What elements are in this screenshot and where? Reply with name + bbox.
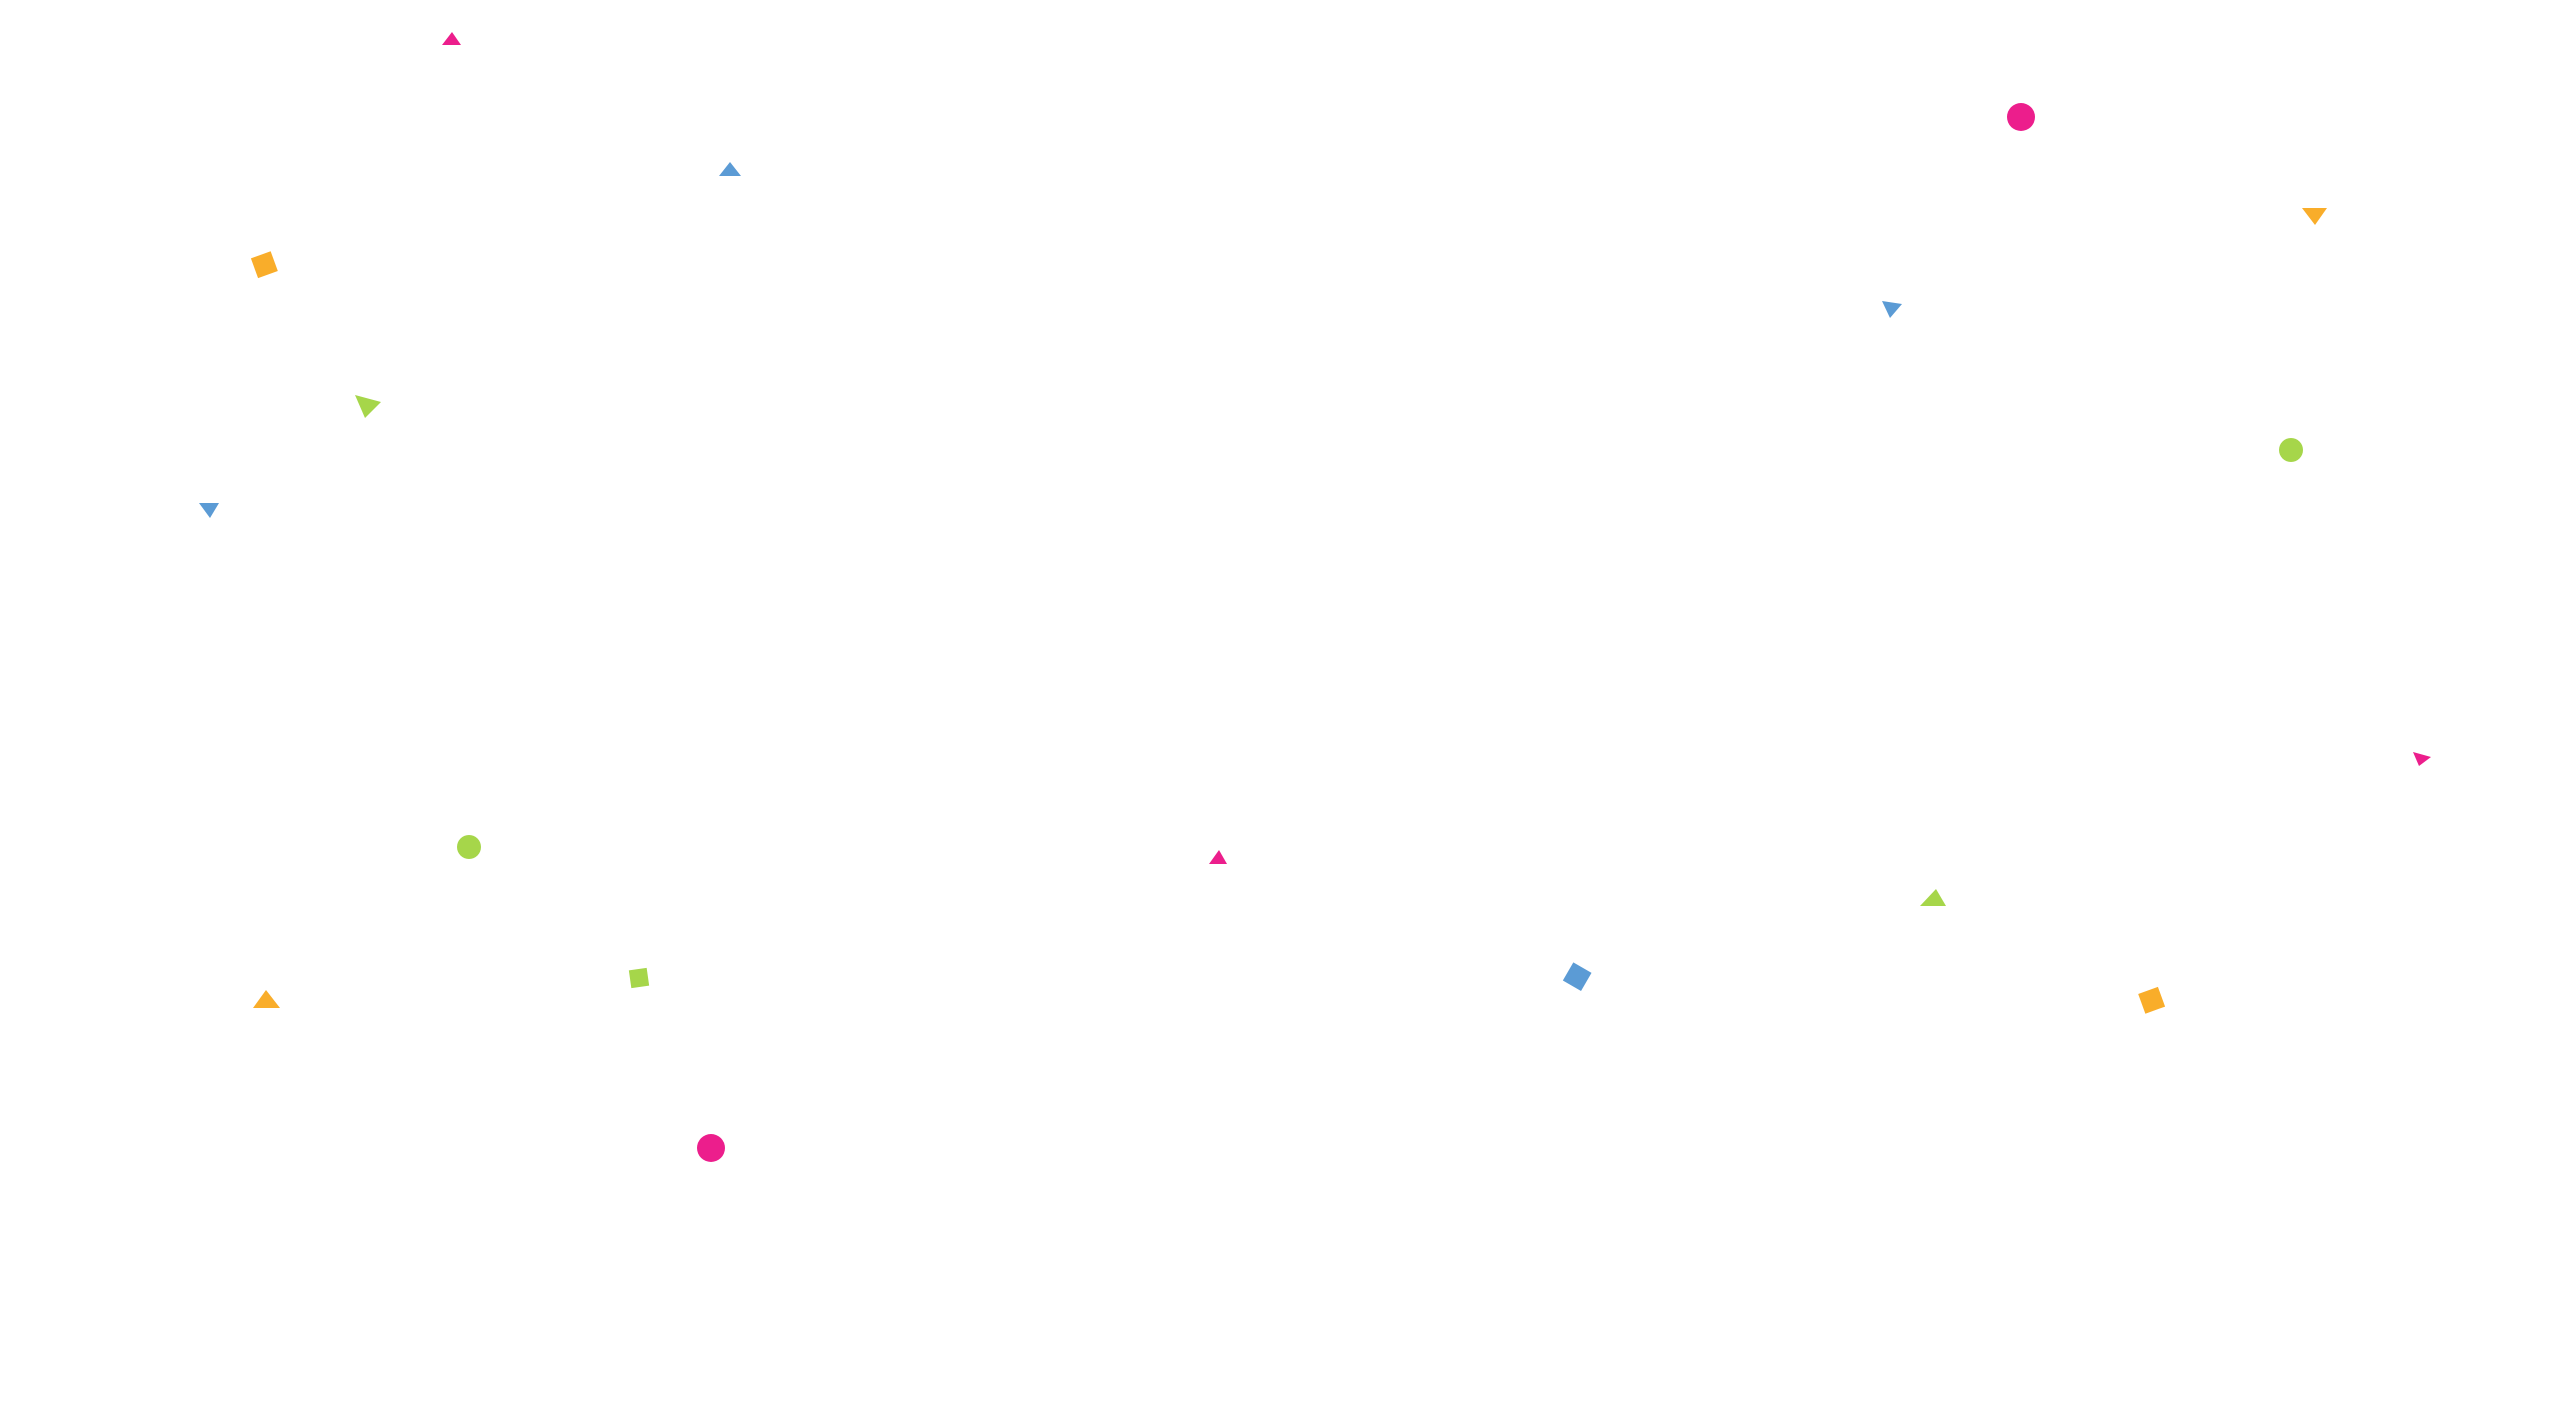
confetti-green-circle-2	[457, 835, 481, 859]
confetti-blue-triangle-2	[199, 503, 219, 518]
confetti-pink-triangle-3	[1209, 850, 1227, 864]
confetti-blue-square-1	[1562, 962, 1592, 992]
confetti-orange-triangle-2	[253, 990, 280, 1008]
confetti-pink-triangle-2	[2413, 752, 2431, 766]
confetti-orange-square-2	[2138, 986, 2166, 1014]
confetti-pink-circle-1	[2007, 103, 2035, 131]
confetti-orange-triangle-1	[2302, 208, 2327, 225]
confetti-green-triangle-2	[1920, 889, 1946, 906]
confetti-pink-circle-2	[697, 1134, 725, 1162]
confetti-blue-triangle-3	[1882, 301, 1902, 318]
confetti-blue-triangle-1	[719, 162, 741, 176]
confetti-green-circle-1	[2279, 438, 2303, 462]
confetti-pink-triangle-1	[442, 32, 461, 45]
confetti-green-triangle-1	[355, 395, 381, 418]
confetti-green-square-1	[628, 967, 650, 989]
confetti-orange-square-1	[250, 251, 278, 279]
